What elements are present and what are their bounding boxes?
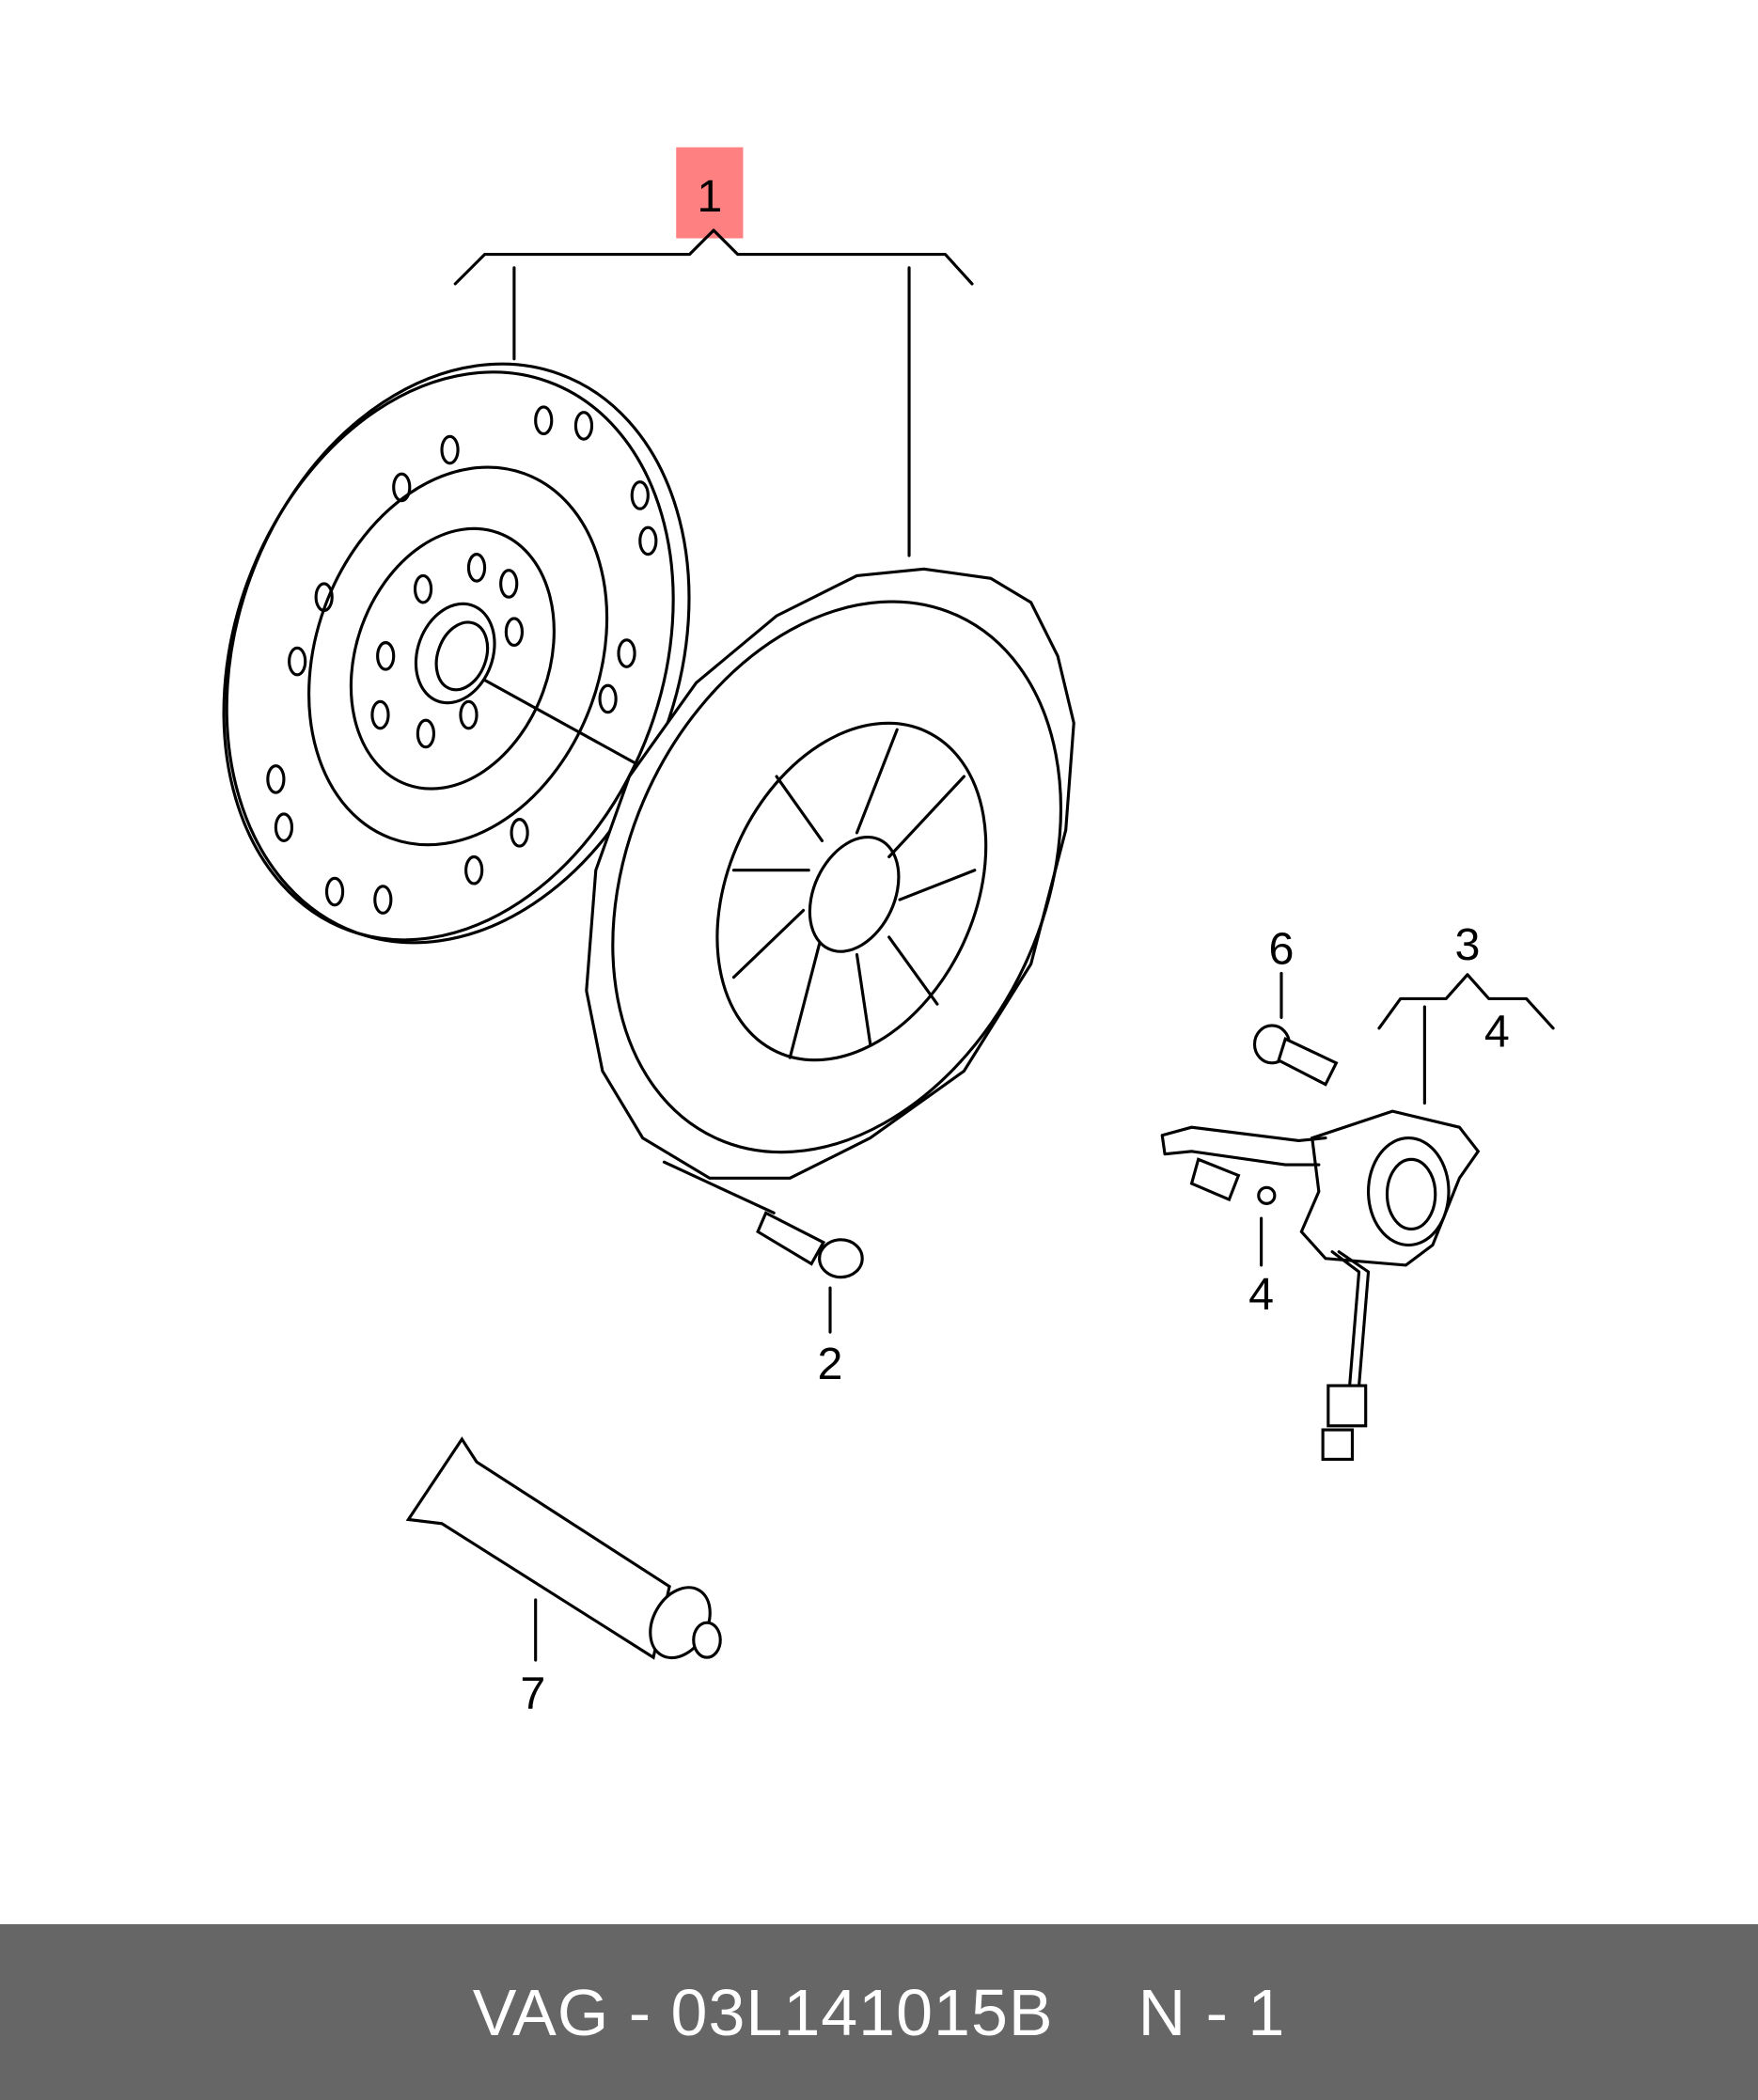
callout-3[interactable]: 3 — [1454, 919, 1480, 970]
bracket-1 — [453, 228, 974, 286]
callout-highlight — [676, 147, 744, 239]
callout-1[interactable]: 1 — [676, 147, 744, 239]
position-label: N - 1 — [1138, 1975, 1286, 2049]
bracket-3 — [1377, 973, 1555, 1030]
bolt-6 — [1252, 971, 1339, 1087]
clutch-disc — [222, 362, 691, 945]
concentric-slave-cylinder — [1160, 1109, 1481, 1461]
callout-7[interactable]: 7 — [520, 1668, 545, 1718]
svg-text:1: 1 — [697, 171, 722, 222]
footer-bar: VAG - 03L141015B N - 1 — [0, 1924, 1758, 2100]
callout-4-upper[interactable]: 4 — [1484, 1007, 1510, 1058]
bolt-2 — [662, 1160, 864, 1334]
grease-tube — [405, 1436, 722, 1662]
callout-4-lower[interactable]: 4 — [1248, 1269, 1274, 1320]
exploded-parts-diagram: 1 — [222, 147, 1555, 1718]
callout-2[interactable]: 2 — [818, 1339, 843, 1389]
callout-6[interactable]: 6 — [1269, 923, 1295, 974]
pressure-plate — [585, 567, 1075, 1180]
part-number: VAG - 03L141015B — [472, 1975, 1054, 2049]
